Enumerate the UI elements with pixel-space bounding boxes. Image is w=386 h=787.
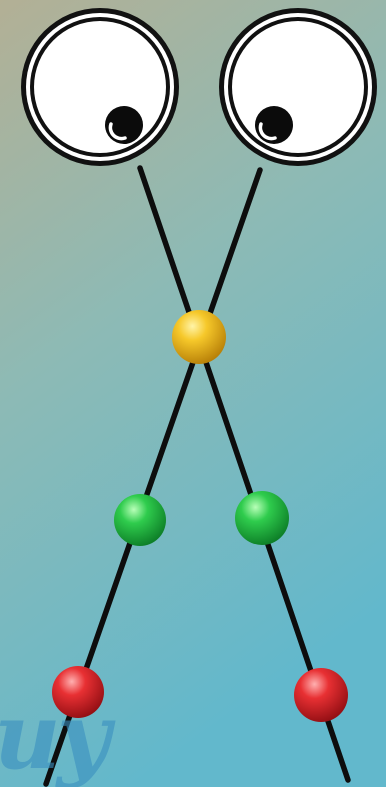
right-eye-pupil-highlight (258, 122, 277, 141)
ball-red-left[interactable] (52, 666, 104, 718)
ball-green-right[interactable] (235, 491, 289, 545)
left-eye-pupil-highlight (108, 122, 127, 141)
ball-red-right[interactable] (294, 668, 348, 722)
left-eye-white (34, 21, 166, 153)
right-eye (219, 8, 377, 166)
right-eye-white (232, 21, 364, 153)
left-eye (21, 8, 179, 166)
ball-yellow[interactable] (172, 310, 226, 364)
ball-green-left[interactable] (114, 494, 166, 546)
